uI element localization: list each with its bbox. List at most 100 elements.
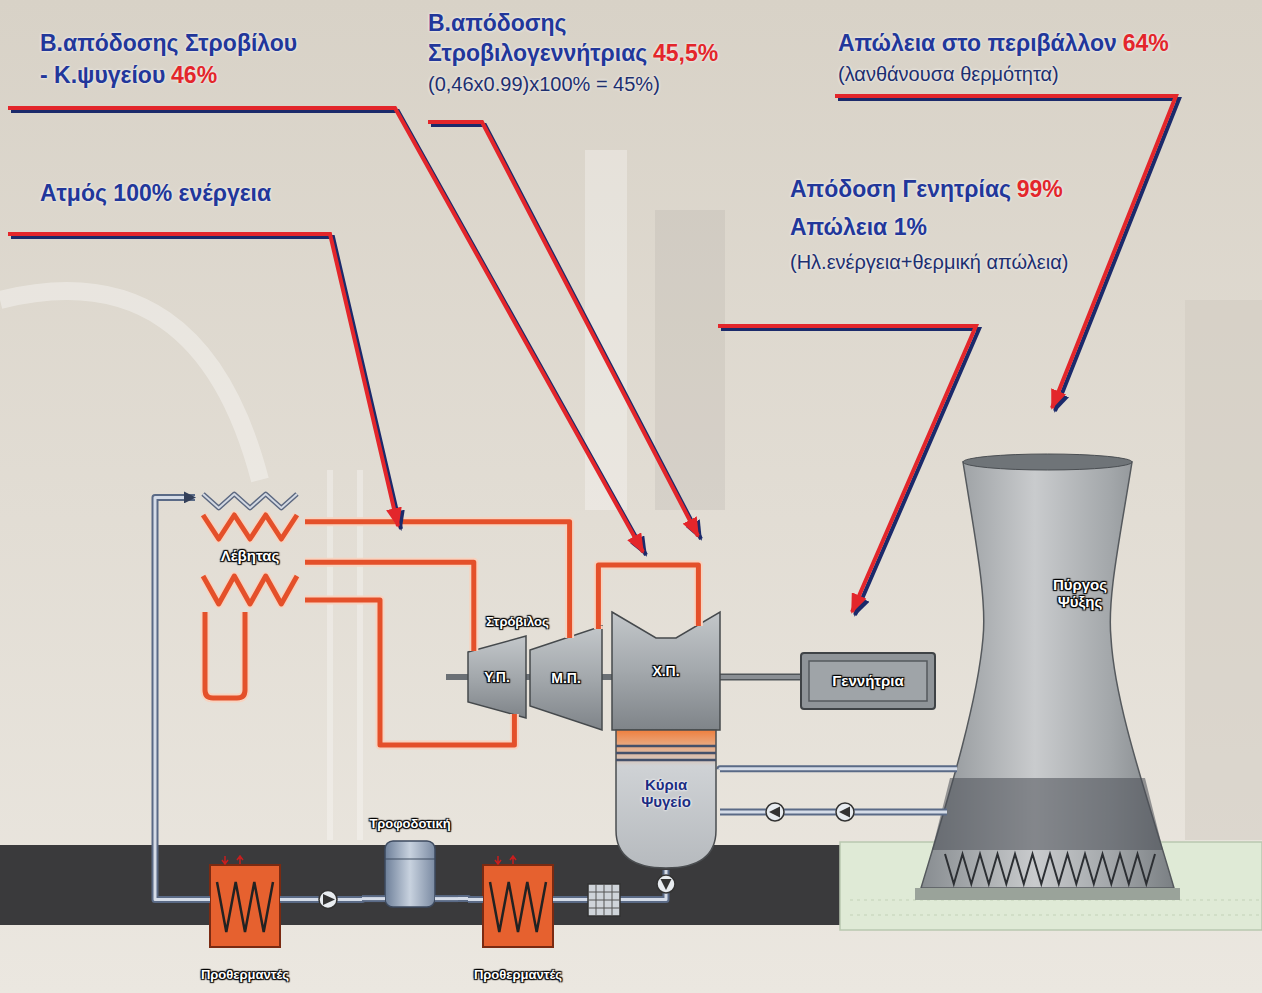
pipe-core	[720, 767, 915, 770]
callout-line: Απώλεια στο περιβάλλον64%	[838, 30, 1169, 58]
lp-turbine: Χ.Π.	[612, 612, 720, 730]
pipe-connector	[720, 768, 915, 769]
leader-line	[428, 122, 698, 536]
leader-line	[8, 108, 643, 552]
heater-box	[210, 865, 280, 947]
pump-symbol	[319, 891, 337, 909]
pipe-core	[458, 897, 468, 901]
callout-line: (0,46x0.99)x100% = 45%)	[428, 72, 660, 96]
callout-line: - Κ.ψυγείου46%	[40, 62, 217, 90]
pipe-stub	[915, 767, 957, 770]
callout-line: Β.απόδοσης	[428, 10, 567, 38]
leader-line	[8, 234, 398, 526]
tower-label: Πύργος Ψύξης	[1040, 576, 1120, 611]
heater-box	[483, 865, 553, 947]
faded-building	[655, 210, 725, 510]
pipe-core	[720, 811, 915, 814]
pipe-stub	[915, 809, 947, 816]
callout-line: Στροβιλογεννήτριας45,5%	[428, 40, 718, 68]
callout-text: - Κ.ψυγείου	[40, 62, 165, 88]
condenser-tubes	[616, 759, 716, 762]
filter-symbol	[588, 884, 620, 916]
pipe-stub	[195, 898, 210, 901]
callout-text: Απόδοση Γενητρίας	[790, 176, 1011, 202]
callout-text: Ατμός 100% ενέργεια	[40, 180, 271, 206]
callout-text: (0,46x0.99)x100% = 45%)	[428, 73, 660, 95]
section-label: Υ.Π.	[484, 669, 510, 685]
pipe-stub	[915, 811, 947, 814]
tower-band	[932, 778, 1163, 850]
pipe-outline	[720, 809, 915, 816]
callout-text: (λανθάνουσα θερμότητα)	[838, 63, 1059, 85]
callout-line: Απώλεια 1%	[790, 214, 927, 242]
filter-box	[588, 884, 620, 916]
pipe-stub	[280, 896, 295, 903]
tank-label: Τροφοδοτική	[362, 817, 458, 832]
pump-symbol	[769, 807, 780, 818]
pipe-stub	[596, 626, 601, 629]
pipe-stub	[565, 626, 574, 638]
callout-line: Β.απόδοσης Στροβίλου	[40, 30, 297, 58]
main-condenser: Κύρια Ψυγείο	[612, 730, 720, 870]
feed-tank-body	[385, 841, 435, 907]
pipe-stub	[435, 895, 458, 902]
reheat-coil	[203, 576, 297, 604]
condenser-label: Κύρια Ψυγείο	[626, 776, 706, 811]
callout-text: Β.απόδοσης Στροβίλου	[40, 30, 297, 56]
part-label: Στρόβιλος	[486, 614, 549, 629]
heater-coil	[490, 882, 546, 932]
callout-text: Στροβιλογεννήτριας	[428, 40, 647, 66]
pipe-stub	[468, 896, 483, 903]
condenser-tubes	[616, 745, 716, 748]
pipe-stub	[195, 896, 210, 903]
pipe-connector	[305, 522, 570, 626]
condenser-tubes	[616, 752, 716, 755]
generator-label: Γεννήτρια	[832, 672, 903, 689]
callout-text: (Ηλ.ενέργεια+θερμική απώλεια)	[790, 251, 1068, 273]
percentage-value: 99%	[1017, 176, 1063, 202]
cooling-tower: Πύργος Ψύξης	[915, 448, 1180, 903]
preheater: Προθερμαντές	[195, 862, 295, 987]
pipe-core	[155, 497, 195, 899]
callout-text: Απώλεια στο περιβάλλον	[838, 30, 1117, 56]
pipe-stub	[594, 626, 603, 629]
pump-symbol	[323, 894, 335, 905]
pipe-outline	[305, 522, 570, 626]
shaft-connector	[720, 676, 800, 677]
tower-shell	[921, 462, 1174, 888]
leader-shadow	[721, 329, 979, 615]
steam-coil	[203, 515, 297, 539]
pipe-connector	[458, 898, 468, 900]
basin-texture	[850, 900, 1262, 915]
heat-arrows	[222, 856, 243, 864]
pipe-stub	[553, 896, 568, 903]
leader-shadow	[431, 125, 701, 539]
section-label: Μ.Π.	[551, 670, 581, 686]
pipe-connector	[720, 812, 915, 813]
section-label: Χ.Π.	[652, 663, 679, 679]
heater-label: Προθερμαντές	[195, 968, 295, 983]
pipe-core	[720, 675, 800, 679]
pipe-outline	[720, 765, 915, 772]
reheat-coil	[203, 576, 297, 604]
cooling-tower-drawing	[915, 448, 1180, 903]
pipe-stub	[567, 626, 572, 638]
callout-line: Ατμός 100% ενέργεια	[40, 180, 271, 208]
condenser-shell	[616, 730, 716, 868]
pump-symbol	[661, 879, 672, 890]
hp-turbine: Υ.Π.	[468, 636, 526, 718]
feed-tank-level	[385, 859, 435, 860]
pipe-outline	[458, 895, 468, 903]
pump-symbol	[766, 803, 784, 821]
faded-arch	[0, 291, 260, 480]
callout-line: (λανθάνουσα θερμότητα)	[838, 62, 1059, 86]
pipe-stub	[915, 765, 957, 772]
callout-line: Στρόβιλος	[486, 614, 549, 630]
pipe-stub	[362, 895, 385, 902]
tower-footing	[915, 888, 1180, 900]
callout-line: (Ηλ.ενέργεια+θερμική απώλεια)	[790, 250, 1080, 274]
pipe-connector	[155, 497, 195, 899]
ip-turbine: Μ.Π.	[530, 626, 602, 730]
